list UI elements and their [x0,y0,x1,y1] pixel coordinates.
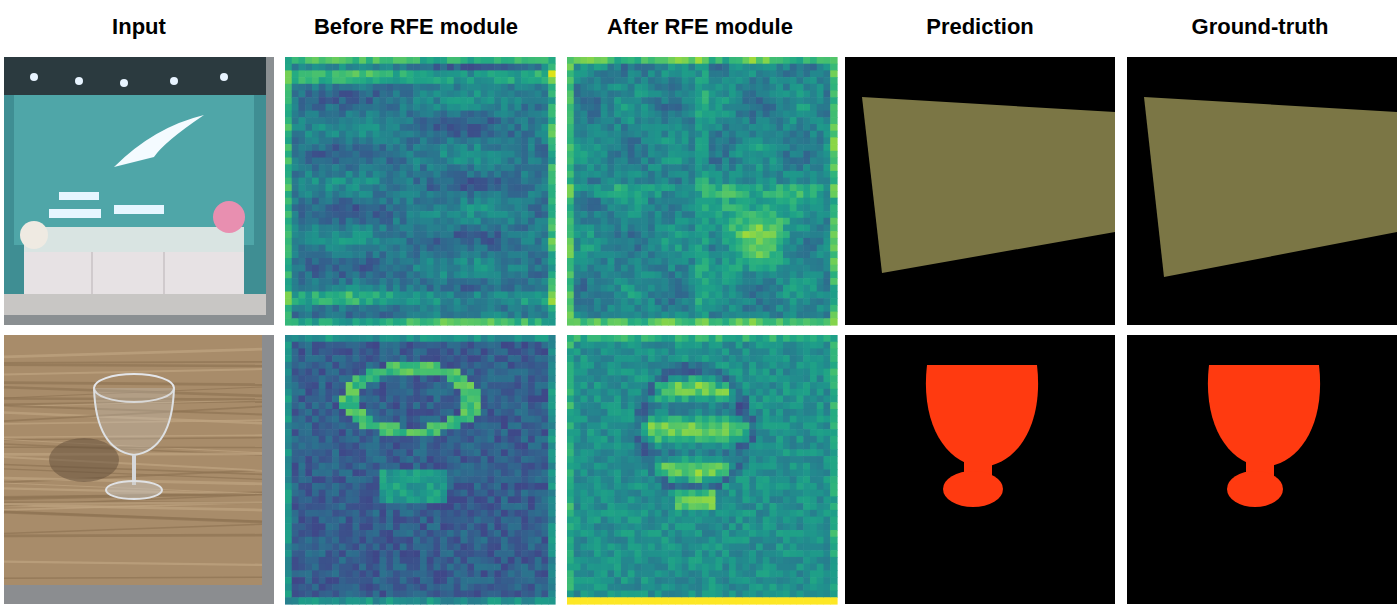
feature-map [285,57,556,326]
column-header: Before RFE module [314,12,518,42]
feature-map [567,57,838,326]
input-image [4,335,274,604]
column-header: Ground-truth [1192,12,1329,42]
feature-map [567,335,838,605]
window-mask [845,57,1115,325]
input-image [4,57,274,325]
column-header: After RFE module [607,12,793,42]
column-header: Input [112,12,166,42]
glass-mask [845,335,1115,604]
glass-mask [1127,335,1397,604]
column-header: Prediction [926,12,1034,42]
window-mask [1127,57,1397,325]
feature-map [285,335,556,605]
